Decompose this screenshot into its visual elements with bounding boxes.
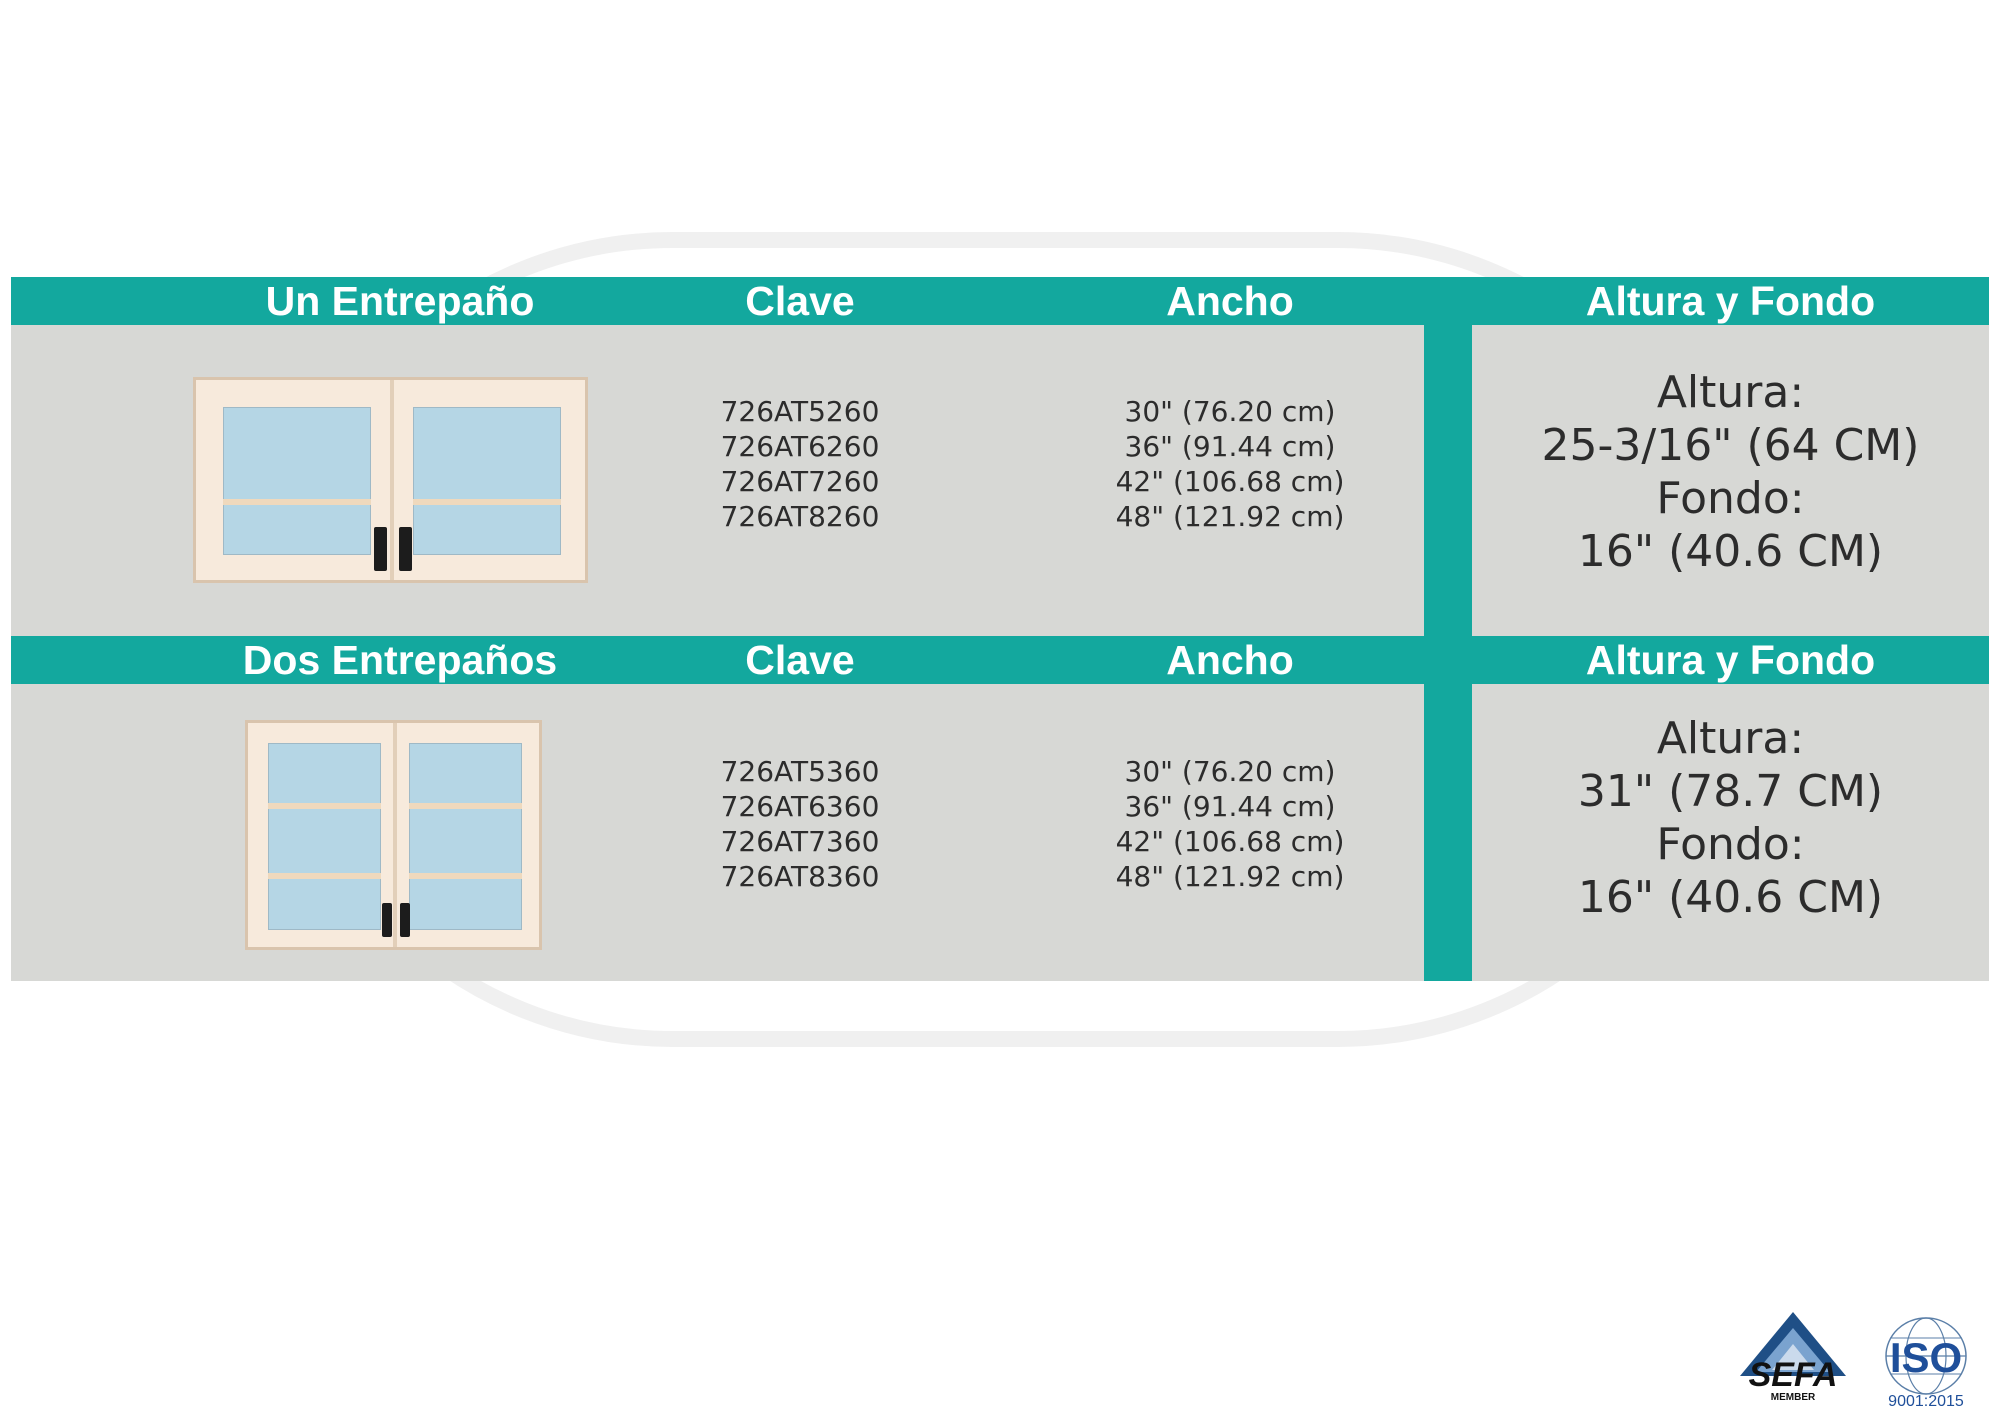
section-1-header-altura: Altura y Fondo	[1585, 278, 1876, 324]
handle-left	[374, 527, 387, 571]
glass-panel-right	[413, 407, 561, 555]
section-1-header-ancho: Ancho	[1166, 278, 1294, 324]
spec-depth-label: Fondo:	[1656, 473, 1805, 524]
section-2-header-ancho: Ancho	[1166, 637, 1294, 683]
section-1-header-type: Un Entrepaño	[265, 278, 535, 324]
section-1-header-bar	[11, 277, 1989, 325]
handle-left	[382, 903, 392, 937]
spec-depth-value: 16" (40.6 CM)	[1577, 872, 1884, 923]
width-item: 48" (121.92 cm)	[1115, 500, 1345, 533]
width-item: 48" (121.92 cm)	[1115, 860, 1345, 893]
section-2-specs: Altura: 31" (78.7 CM) Fondo: 16" (40.6 C…	[1472, 712, 1989, 924]
sefa-triangle-icon: SEFA MEMBER	[1740, 1312, 1846, 1403]
code-item: 726AT5360	[720, 755, 880, 788]
section-2-header-bar	[11, 636, 1989, 684]
spec-height-value: 25-3/16" (64 CM)	[1541, 420, 1920, 471]
cabinet-two-shelves-image	[245, 720, 542, 950]
section-2-header-altura: Altura y Fondo	[1585, 637, 1876, 683]
spec-height-label: Altura:	[1656, 367, 1805, 418]
glass-panel-left	[268, 743, 381, 930]
shelf-right-upper	[409, 803, 522, 809]
section-1-specs: Altura: 25-3/16" (64 CM) Fondo: 16" (40.…	[1472, 366, 1989, 578]
section-2-codes: 726AT5360 726AT6360 726AT7360 726AT8360	[700, 754, 900, 894]
section-2-header-clave: Clave	[745, 637, 855, 683]
shelf-left-lower	[268, 873, 381, 879]
sefa-member-logo: SEFA MEMBER	[1728, 1310, 1858, 1403]
section-2-widths: 30" (76.20 cm) 36" (91.44 cm) 42" (106.6…	[1080, 754, 1380, 894]
spec-height-value: 31" (78.7 CM)	[1577, 766, 1884, 817]
glass-panel-left	[223, 407, 371, 555]
code-item: 726AT5260	[720, 395, 880, 428]
section-1-header-clave: Clave	[745, 278, 855, 324]
width-item: 30" (76.20 cm)	[1124, 395, 1336, 428]
shelf-left	[223, 499, 371, 505]
shelf-right-lower	[409, 873, 522, 879]
section-1-widths: 30" (76.20 cm) 36" (91.44 cm) 42" (106.6…	[1080, 394, 1380, 534]
width-item: 30" (76.20 cm)	[1124, 755, 1336, 788]
iso-9001-logo: ISO 9001:2015	[1876, 1314, 1976, 1410]
spec-height-label: Altura:	[1656, 713, 1805, 764]
cabinet-door-divider	[390, 380, 394, 580]
width-item: 42" (106.68 cm)	[1115, 825, 1345, 858]
handle-right	[400, 903, 410, 937]
code-item: 726AT7360	[720, 825, 880, 858]
width-item: 42" (106.68 cm)	[1115, 465, 1345, 498]
code-item: 726AT6260	[720, 430, 880, 463]
code-item: 726AT6360	[720, 790, 880, 823]
shelf-left-upper	[268, 803, 381, 809]
glass-panel-right	[409, 743, 522, 930]
cabinet-door-divider	[393, 723, 397, 947]
column-separator	[1424, 277, 1472, 981]
iso-logo-text: ISO	[1890, 1334, 1962, 1381]
width-item: 36" (91.44 cm)	[1124, 430, 1336, 463]
code-item: 726AT8360	[720, 860, 880, 893]
spec-depth-value: 16" (40.6 CM)	[1577, 526, 1884, 577]
handle-right	[399, 527, 412, 571]
shelf-right	[413, 499, 561, 505]
section-2-header-type: Dos Entrepaños	[242, 637, 558, 683]
sefa-logo-subtext: MEMBER	[1771, 1392, 1816, 1402]
spec-depth-label: Fondo:	[1656, 819, 1805, 870]
iso-logo-subtext: 9001:2015	[1888, 1393, 1964, 1410]
code-item: 726AT8260	[720, 500, 880, 533]
section-1-codes: 726AT5260 726AT6260 726AT7260 726AT8260	[700, 394, 900, 534]
globe-icon: ISO 9001:2015	[1885, 1317, 1967, 1410]
code-item: 726AT7260	[720, 465, 880, 498]
sefa-logo-text: SEFA	[1749, 1356, 1838, 1394]
width-item: 36" (91.44 cm)	[1124, 790, 1336, 823]
cabinet-one-shelf-image	[193, 377, 588, 583]
